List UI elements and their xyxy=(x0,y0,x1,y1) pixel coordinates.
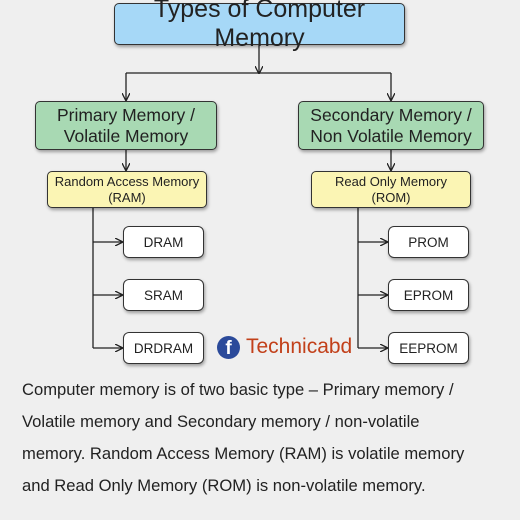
facebook-icon-glyph: f xyxy=(225,337,232,359)
leaf-dram-label: DRAM xyxy=(143,234,184,250)
leaf-eeprom-label: EEPROM xyxy=(399,340,458,356)
rom-box: Read Only Memory (ROM) xyxy=(311,171,471,208)
leaf-drdram-label: DRDRAM xyxy=(133,340,194,356)
caption: Computer memory is of two basic type – P… xyxy=(22,374,514,502)
secondary-memory-line1: Secondary Memory / xyxy=(310,104,472,125)
primary-memory-line1: Primary Memory / xyxy=(56,104,196,125)
leaf-dram: DRAM xyxy=(123,226,204,258)
facebook-icon: f xyxy=(217,335,240,359)
secondary-memory-box: Secondary Memory / Non Volatile Memory xyxy=(298,101,484,150)
leaf-sram-label: SRAM xyxy=(143,287,183,303)
caption-line: memory. Random Access Memory (RAM) is vo… xyxy=(22,444,465,463)
rom-line2: (ROM) xyxy=(371,189,411,205)
primary-memory-line2: Volatile Memory xyxy=(63,125,189,146)
primary-memory-box: Primary Memory / Volatile Memory xyxy=(35,101,217,150)
diagram-title-text: Types of Computer Memory xyxy=(153,0,366,52)
ram-box: Random Access Memory (RAM) xyxy=(47,171,207,208)
leaf-eprom-label: EPROM xyxy=(403,287,454,303)
leaf-prom: PROM xyxy=(388,226,469,258)
leaf-eprom: EPROM xyxy=(388,279,469,311)
leaf-prom-label: PROM xyxy=(408,234,449,250)
brand-watermark: f Technicabd xyxy=(217,335,352,359)
rom-line1: Read Only Memory xyxy=(335,173,447,189)
caption-line: Computer memory is of two basic type – P… xyxy=(22,380,454,399)
leaf-sram: SRAM xyxy=(123,279,204,311)
secondary-memory-line2: Non Volatile Memory xyxy=(310,125,472,146)
ram-line1: Random Access Memory xyxy=(54,173,200,189)
caption-line: and Read Only Memory (ROM) is non-volati… xyxy=(22,476,426,495)
caption-line: Volatile memory and Secondary memory / n… xyxy=(22,412,420,431)
leaf-drdram: DRDRAM xyxy=(123,332,204,364)
ram-line2: (RAM) xyxy=(108,189,146,205)
diagram-title: Types of Computer Memory xyxy=(114,0,405,52)
leaf-eeprom: EEPROM xyxy=(388,332,469,364)
brand-name: Technicabd xyxy=(246,335,353,358)
